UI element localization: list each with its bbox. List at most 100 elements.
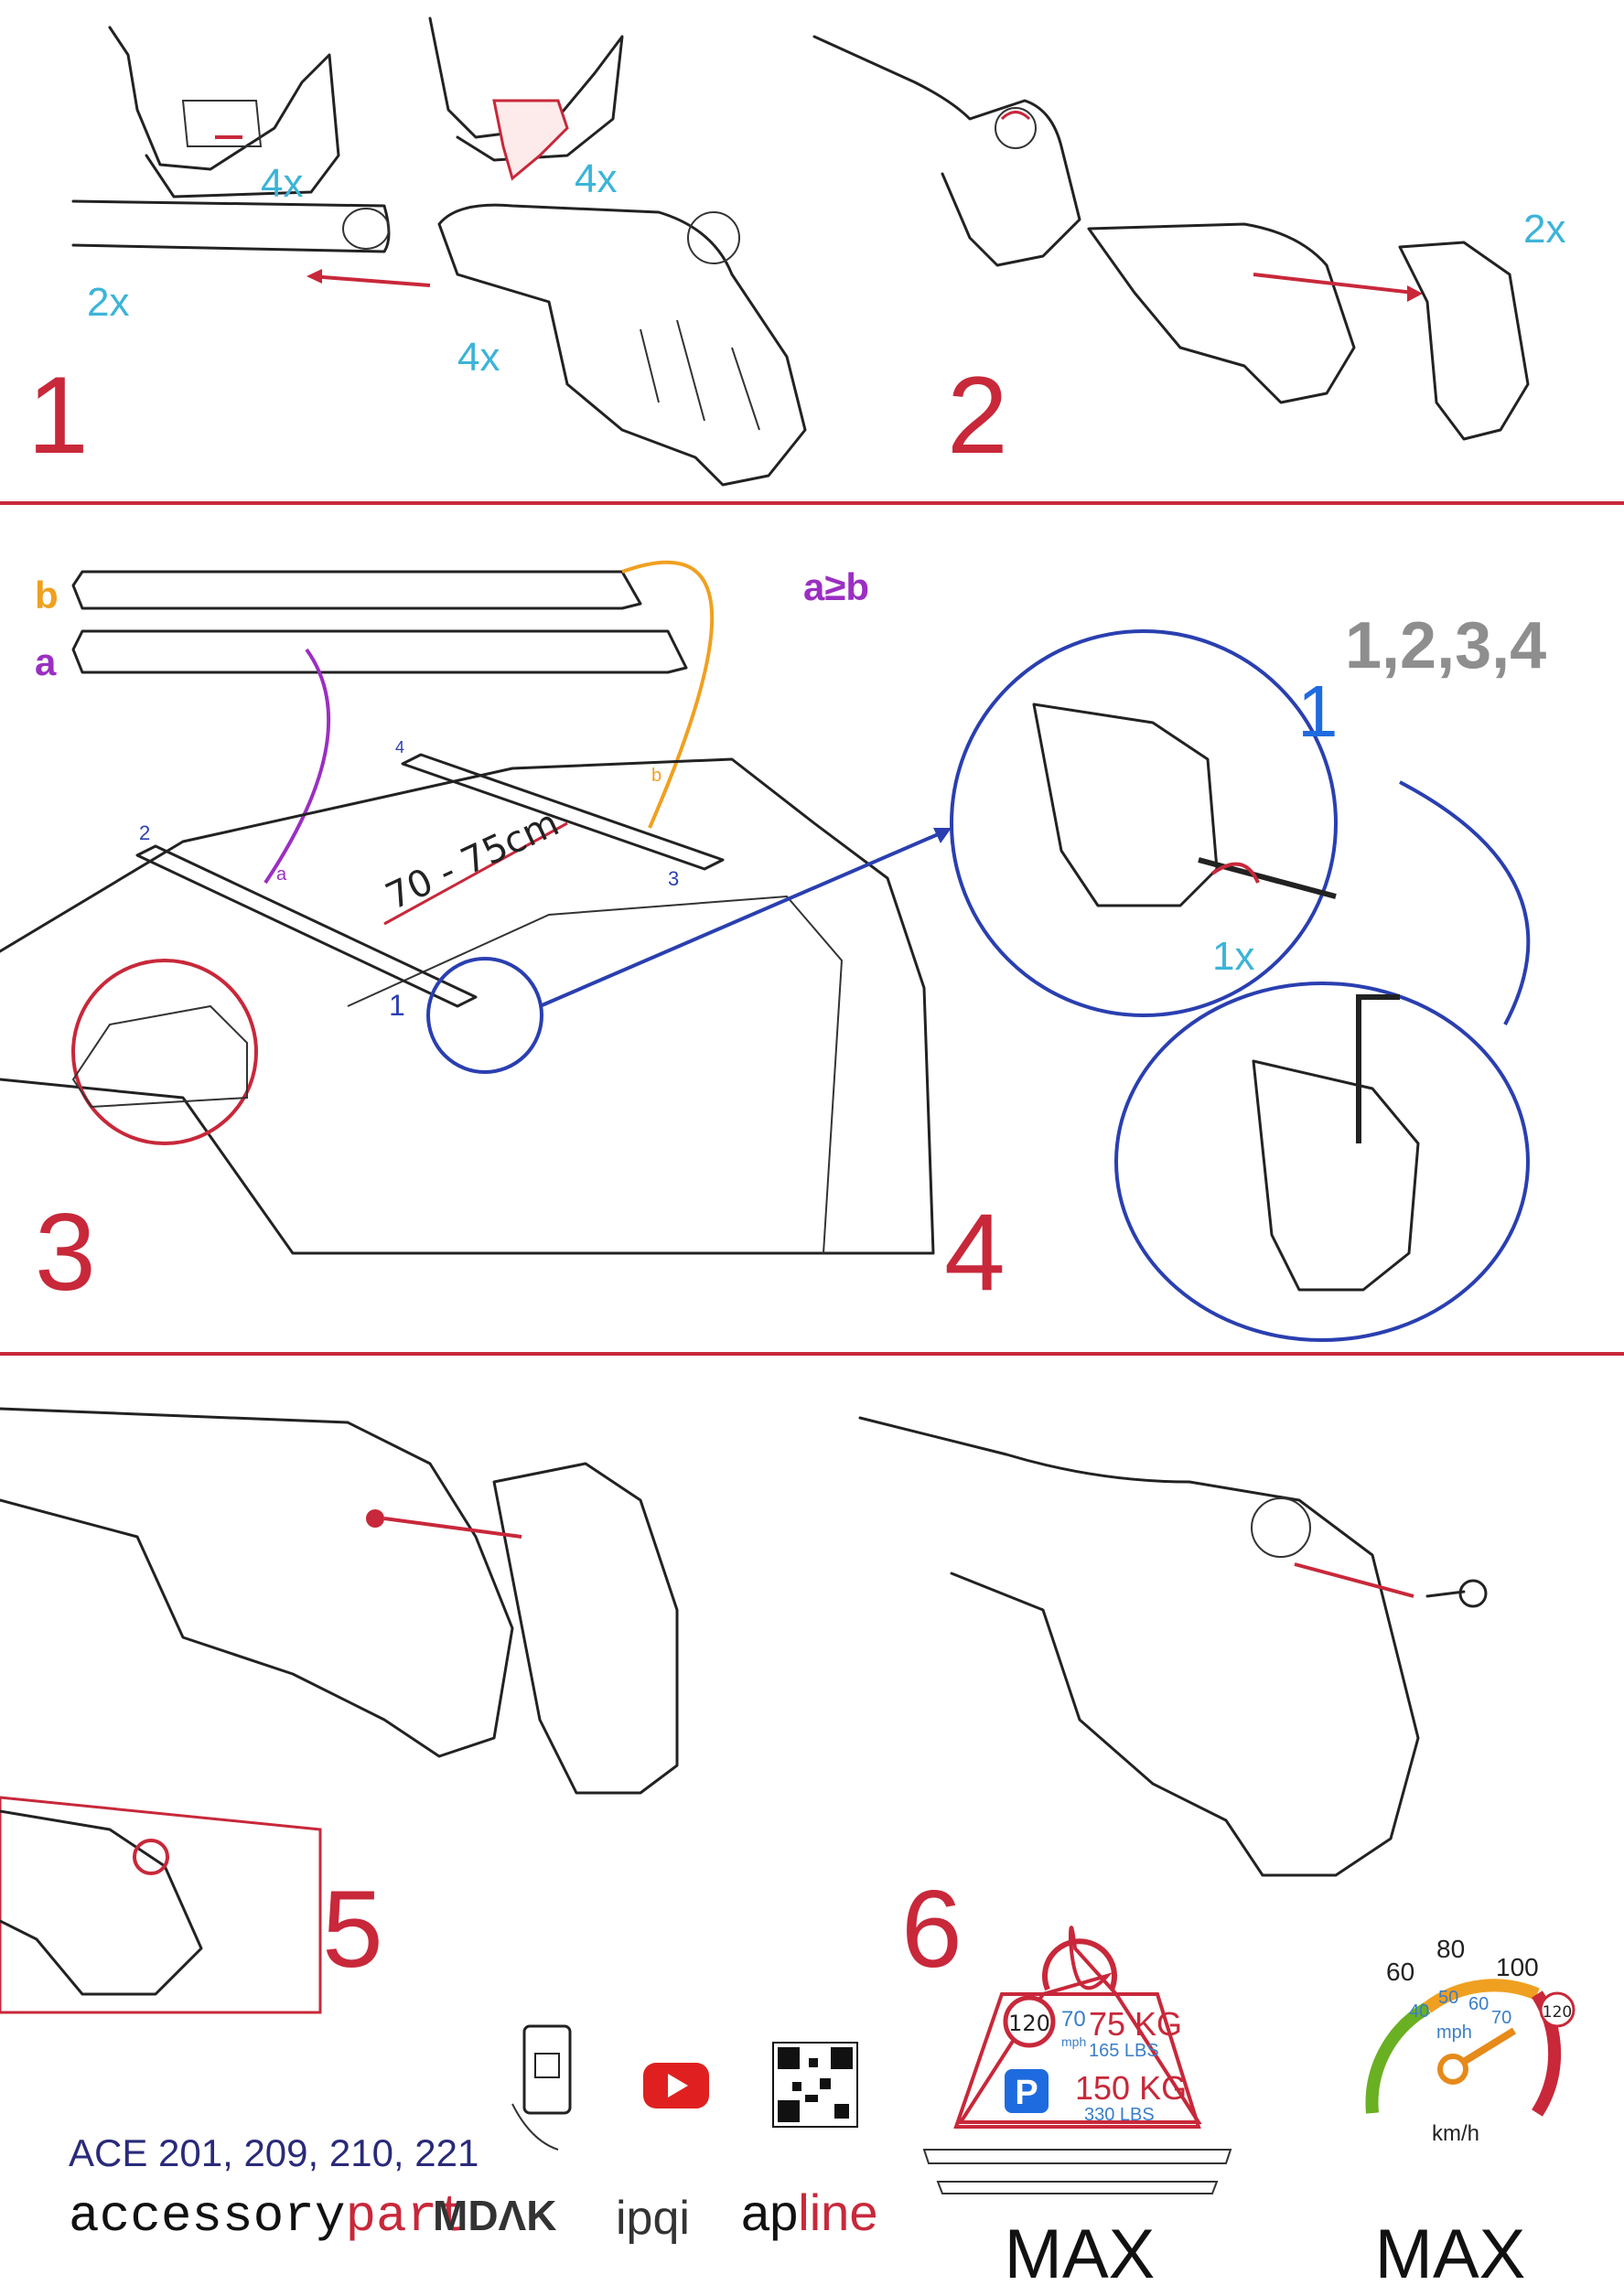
key <box>1425 1579 1488 1608</box>
car-window <box>347 895 844 1254</box>
bar-a <box>71 629 688 674</box>
mini-bars <box>922 2149 1232 2194</box>
rule-label: a≥b <box>803 565 869 608</box>
lock-1 <box>687 211 740 264</box>
brand-ipqi: ipqi <box>616 2192 690 2245</box>
panel-2: 2 2x <box>812 35 1565 477</box>
gauge-hub <box>1437 2054 1468 2085</box>
weight-body <box>953 1992 1201 2129</box>
panel-3: b a a≥b 70 - 75cm 1 2 3 4 a b 3 <box>0 560 952 1314</box>
mph-value: 70 <box>1061 2007 1086 2032</box>
bracket-detail-1 <box>108 26 340 198</box>
bracket-pad-1 <box>181 100 263 147</box>
arrow-5-tip <box>366 1509 384 1528</box>
load-kg: 75 KG <box>1089 2005 1182 2043</box>
model-list: ACE 201, 209, 210, 221 <box>69 2131 479 2174</box>
foot-2b <box>1087 222 1356 404</box>
end-cap-2 <box>1398 241 1530 441</box>
detail-foot-2 <box>1252 1059 1420 1292</box>
bar-b <box>71 570 642 610</box>
brand-accessory: accessorypart <box>69 2187 468 2246</box>
max-label-load: MAX <box>1005 2216 1156 2293</box>
step-number-1: 1 <box>27 354 89 477</box>
arrow-5 <box>383 1517 522 1539</box>
rubber-pad <box>492 99 569 181</box>
zoom-arrow <box>539 831 943 1008</box>
speed-sign <box>1003 1995 1056 2048</box>
step-number-2: 2 <box>947 354 1008 477</box>
panel-1: 1 4x 4x 2x 4x <box>27 16 807 487</box>
brand-mdak: MDΛK <box>433 2192 556 2239</box>
distance-label: 70 - 75cm <box>380 802 565 918</box>
car-label-b: b <box>651 766 661 786</box>
mini-car-circle <box>71 959 258 1145</box>
footer: ACE 201, 209, 210, 221 accessorypart MDΛ… <box>69 2024 877 2246</box>
qty-label: 2x <box>1523 207 1565 252</box>
arrow-a <box>263 648 331 885</box>
load-lbs: 165 LBS <box>1089 2041 1159 2061</box>
distance-arrow <box>383 821 568 926</box>
end-cap-5 <box>492 1462 679 1795</box>
bar-label-b: b <box>35 574 59 617</box>
brand-apline: apline <box>741 2183 877 2241</box>
lock-6 <box>1251 1497 1311 1558</box>
car-label-a: a <box>276 864 287 885</box>
inset-foot <box>0 1809 203 1996</box>
position-3: 3 <box>668 867 679 890</box>
mph-tick: 60 <box>1468 1994 1489 2014</box>
load-weight: 120 70 mph 75 KG 165 LBS P 150 KG 330 LB… <box>922 1926 1232 2293</box>
mini-car <box>71 1004 248 1109</box>
rotate-arrow <box>1000 111 1031 121</box>
qty-label: 4x <box>261 161 303 206</box>
load-lbs-parked: 330 LBS <box>1084 2105 1155 2125</box>
panel-6: 6 <box>858 1416 1488 1990</box>
step-number-4: 4 <box>944 1191 1006 1314</box>
lock-2a <box>995 107 1037 149</box>
highlight-circle <box>426 957 543 1074</box>
sequence-label: 1,2,3,4 <box>1345 609 1546 682</box>
step-number-6: 6 <box>901 1868 963 1990</box>
phone-qr-icon <box>534 2053 560 2078</box>
position-1: 1 <box>389 989 405 1022</box>
panel-5: 5 <box>0 1407 679 2014</box>
parking-letter: P <box>1015 2074 1038 2112</box>
qty-label: 2x <box>87 280 129 325</box>
inset-frame <box>0 1796 322 2014</box>
foot-6 <box>858 1416 1420 1877</box>
speed-value: 120 <box>1008 2011 1050 2036</box>
car-outline <box>0 757 935 1255</box>
detail-circle-2 <box>1114 982 1530 1342</box>
foot-1 <box>437 203 807 487</box>
qty-label: 4x <box>457 335 500 380</box>
speed-gauge: 60 80 100 120 40 50 60 70 mph km/h MAX <box>1365 1935 1576 2293</box>
step-number-5: 5 <box>322 1868 383 1990</box>
bar-label-a: a <box>35 640 57 683</box>
kmh-tick: 60 <box>1386 1958 1414 1986</box>
bar-1 <box>71 199 391 253</box>
weight-hook <box>1042 1938 1117 1991</box>
arrowhead-1b <box>307 269 322 284</box>
hand-icon <box>511 2103 559 2151</box>
gauge-green <box>1365 2001 1431 2114</box>
bar-end-1 <box>342 208 390 250</box>
load-kg-parked: 150 KG <box>1075 2069 1187 2107</box>
arrow-1b <box>310 274 431 287</box>
roof-bar-front <box>135 844 478 1008</box>
foot-5 <box>0 1407 514 1758</box>
inset-lock <box>133 1839 169 1875</box>
mph-tick: 50 <box>1438 1988 1458 2008</box>
arrow-6 <box>1294 1562 1414 1598</box>
qr-code-icon[interactable] <box>772 2042 858 2128</box>
hex-key <box>1198 857 1337 899</box>
limit-sign <box>1539 1991 1576 2028</box>
parking-icon <box>1005 2069 1049 2113</box>
weight-outline <box>957 1926 1202 2124</box>
mph-unit: mph <box>1061 2034 1086 2049</box>
detail-number: 1 <box>1297 671 1339 752</box>
roof-bar-rear <box>401 753 725 871</box>
panel-4: 1,2,3,4 1 1x 4 <box>944 609 1546 1342</box>
arrow-2 <box>1253 273 1414 295</box>
arrowhead-2 <box>1407 285 1423 302</box>
step-number-3: 3 <box>35 1191 96 1314</box>
